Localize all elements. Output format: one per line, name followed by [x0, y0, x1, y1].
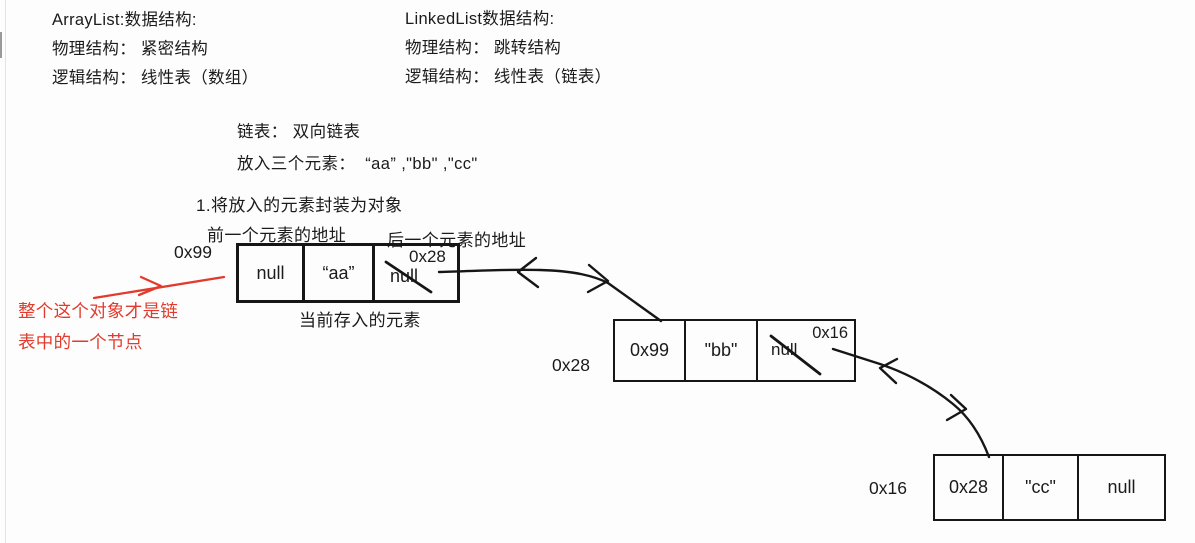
arraylist-note-logical: 逻辑结构： 线性表（数组）	[52, 69, 259, 87]
linked-node-3: 0x28 "cc" null	[933, 454, 1166, 521]
frame-edge-line	[5, 0, 6, 543]
node1-next-cell: 0x28 null	[375, 246, 457, 300]
node1-next-new-value: 0x28	[409, 247, 446, 266]
linked-node-2: 0x99 "bb" 0x16 null	[613, 319, 856, 382]
linked-node-1: null “aa” 0x28 null	[236, 243, 460, 303]
node3-element-value: "cc"	[1025, 477, 1056, 497]
red-note-line1: 整个这个对象才是链	[18, 301, 179, 321]
node3-address-label: 0x16	[869, 478, 907, 498]
red-note-arrowhead-icon	[137, 275, 163, 297]
node1-element-value: “aa”	[322, 262, 355, 283]
arrow-node2-node3-left-arrowhead-icon	[878, 357, 899, 385]
step1-note: 1.将放入的元素封装为对象	[196, 196, 403, 215]
arrow-node2-node3-right-arrowhead-icon	[945, 393, 968, 422]
node1-address-label: 0x99	[174, 242, 212, 262]
frame-edge-mark	[0, 32, 2, 58]
node2-prev-value: 0x99	[629, 340, 670, 360]
node1-prev-cell: null	[239, 246, 305, 300]
node3-next-cell: null	[1079, 456, 1164, 519]
node2-next-new-value: 0x16	[812, 324, 848, 342]
linkedlist-note-logical: 逻辑结构： 线性表（链表）	[405, 68, 612, 86]
node1-prev-value: null	[256, 262, 285, 283]
list-type-note: 链表： 双向链表	[237, 123, 361, 141]
node3-prev-value: 0x28	[948, 477, 989, 497]
node3-prev-cell: 0x28	[935, 456, 1004, 519]
node2-next-old-value: null	[771, 340, 798, 359]
prev-pointer-label: 前一个元素的地址	[207, 226, 347, 245]
red-note: 整个这个对象才是链 表中的一个节点	[18, 296, 178, 358]
linkedlist-note-title: LinkedList数据结构:	[405, 10, 555, 28]
arrow-node1-node2-right-arrowhead-icon	[586, 263, 610, 294]
node2-value-cell: "bb"	[686, 321, 758, 380]
red-note-arrow	[92, 275, 226, 300]
node2-address-label: 0x28	[552, 355, 590, 375]
linkedlist-note-physical: 物理结构： 跳转结构	[405, 39, 562, 57]
node2-prev-cell: 0x99	[615, 321, 686, 380]
node1-next-old-value: null	[390, 266, 419, 286]
put-elements-note: 放入三个元素： “aa” ,"bb" ,"cc"	[237, 155, 478, 173]
arrow-node2-node3	[831, 347, 991, 459]
node2-next-cell: 0x16 null	[758, 321, 854, 380]
arraylist-note: ArrayList:数据结构: 物理结构： 紧密结构 逻辑结构： 线性表（数组）	[52, 6, 258, 93]
arraylist-note-title: ArrayList:数据结构:	[52, 11, 197, 29]
current-element-label: 当前存入的元素	[299, 311, 421, 330]
node2-element-value: "bb"	[704, 340, 738, 360]
node3-next-value: null	[1107, 477, 1136, 497]
linkedlist-note: LinkedList数据结构: 物理结构： 跳转结构 逻辑结构： 线性表（链表）	[405, 5, 611, 92]
arrow-node1-node2-left-arrowhead-icon	[516, 256, 540, 289]
node1-value-cell: “aa”	[305, 246, 375, 300]
arrow-node1-node2	[437, 268, 663, 323]
red-note-line2: 表中的一个节点	[18, 332, 143, 352]
node3-value-cell: "cc"	[1004, 456, 1079, 519]
arraylist-note-physical: 物理结构： 紧密结构	[52, 40, 209, 58]
